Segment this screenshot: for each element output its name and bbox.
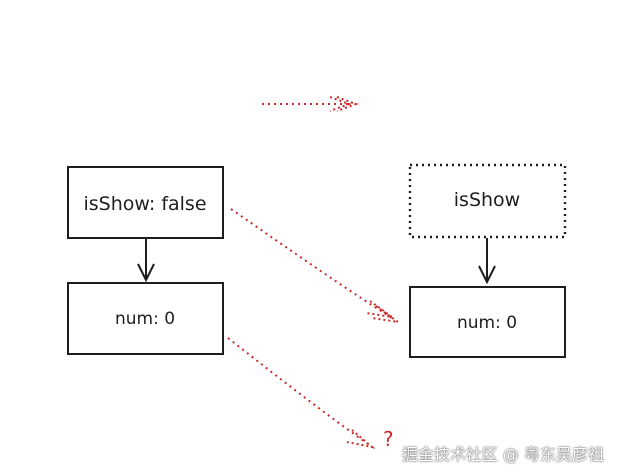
watermark-text: 掘金技术社区 @ 粤东吴彦祖 — [401, 445, 604, 464]
left-child-label: num: 0 — [115, 309, 175, 329]
right-parent-label: isShow — [454, 189, 520, 211]
question-mark: ? — [383, 427, 394, 451]
legend-dotted-arrow — [262, 96, 359, 112]
right-tree-connector — [478, 238, 496, 285]
left-parent-label: isShow: false — [83, 193, 206, 215]
mapping-arrow-child-to-unknown — [227, 337, 376, 449]
right-child-node: num: 0 — [409, 286, 566, 358]
left-tree-connector — [137, 239, 155, 283]
right-parent-node: isShow — [408, 163, 567, 239]
right-child-label: num: 0 — [457, 313, 517, 333]
mapping-arrow-parent-to-child — [230, 208, 399, 323]
left-child-node: num: 0 — [67, 282, 224, 355]
left-parent-node: isShow: false — [67, 166, 224, 239]
